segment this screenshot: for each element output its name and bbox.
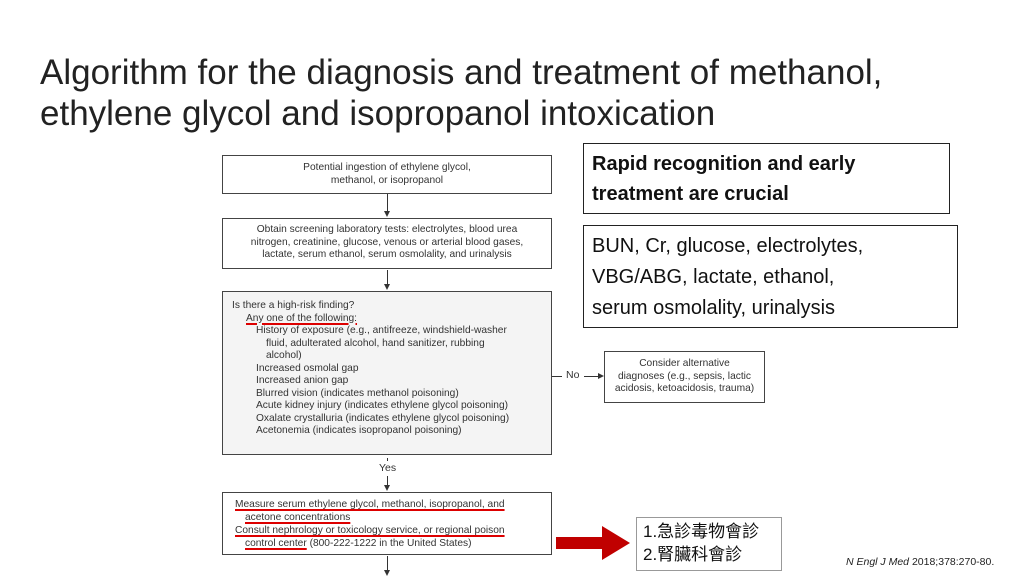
arrowhead-icon — [384, 570, 390, 576]
title-line-2: ethylene glycol and isopropanol intoxica… — [40, 94, 716, 133]
title-line-1: Algorithm for the diagnosis and treatmen… — [40, 53, 883, 92]
text: acetone concentrations — [245, 512, 351, 523]
callout-rapid-recognition: Rapid recognition and early treatment ar… — [583, 143, 950, 214]
arrowhead-icon — [384, 284, 390, 290]
flow-box-ingestion: Potential ingestion of ethylene glycol, … — [222, 155, 552, 194]
text: Potential ingestion of ethylene glycol, — [303, 162, 471, 173]
phone-text: (800-222-1222 in the United States) — [306, 538, 472, 549]
citation: N Engl J Med 2018;378:270-80. — [846, 556, 994, 568]
text: Measure serum ethylene glycol, methanol,… — [235, 499, 505, 510]
text: Consider alternative — [639, 358, 730, 369]
finding-item: Increased osmolal gap — [256, 362, 359, 374]
flow-box-measure: Measure serum ethylene glycol, methanol,… — [222, 492, 552, 555]
text: serum osmolality, urinalysis — [592, 297, 836, 319]
flow-box-screening: Obtain screening laboratory tests: elect… — [222, 218, 552, 269]
connector — [387, 556, 388, 570]
slide-title: Algorithm for the diagnosis and treatmen… — [40, 52, 882, 134]
finding-item: Oxalate crystalluria (indicates ethylene… — [256, 412, 510, 424]
arrowhead-icon — [384, 211, 390, 217]
no-label: No — [566, 369, 580, 381]
connector — [387, 270, 388, 285]
flow-box-alternative: Consider alternative diagnoses (e.g., se… — [604, 351, 765, 403]
text: VBG/ABG, lactate, ethanol, — [592, 266, 835, 288]
text: diagnoses (e.g., sepsis, lactic — [617, 370, 752, 382]
text: lactate, serum ethanol, serum osmolality… — [262, 249, 512, 260]
arrowhead-icon — [384, 485, 390, 491]
any-of-following: Any one of the following: — [246, 312, 358, 324]
callout-labs: BUN, Cr, glucose, electrolytes, VBG/ABG,… — [583, 225, 958, 328]
connector — [387, 476, 388, 486]
text: Consult nephrology or toxicology service… — [235, 525, 505, 536]
connector — [584, 376, 598, 377]
reference: 2018;378:270-80. — [909, 556, 995, 568]
text: BUN, Cr, glucose, electrolytes, — [592, 235, 864, 257]
flow-box-high-risk: Is there a high-risk finding? Any one of… — [222, 291, 552, 455]
finding-item: Acetonemia (indicates isopropanol poison… — [256, 425, 462, 436]
text: 2.腎臟科會診 — [643, 545, 743, 564]
question-text: Is there a high-risk finding? — [232, 300, 355, 311]
finding-item: History of exposure (e.g., antifreeze, w… — [256, 325, 507, 336]
callout-consult: 1.急診毒物會診 2.腎臟科會診 — [636, 517, 782, 571]
text: Rapid recognition and early — [592, 153, 856, 175]
finding-item: Increased anion gap — [256, 375, 349, 386]
text: acidosis, ketoacidosis, trauma) — [614, 383, 755, 394]
connector — [387, 194, 388, 212]
journal: N Engl J Med — [846, 556, 910, 568]
text: Obtain screening laboratory tests: elect… — [256, 224, 518, 235]
connector — [387, 458, 388, 461]
finding-item: fluid, adulterated alcohol, hand sanitiz… — [266, 337, 485, 349]
yes-label: Yes — [379, 462, 397, 474]
red-arrow-icon — [556, 526, 630, 560]
text: nitrogen, creatinine, glucose, venous or… — [250, 236, 524, 248]
finding-item: alcohol) — [266, 350, 302, 361]
connector — [552, 376, 562, 377]
text: 1.急診毒物會診 — [643, 522, 760, 541]
text: treatment are crucial — [592, 183, 789, 205]
arrowhead-icon — [598, 373, 604, 379]
text: methanol, or isopropanol — [330, 174, 444, 186]
text: control center — [245, 538, 307, 549]
finding-item: Blurred vision (indicates methanol poiso… — [256, 387, 459, 399]
finding-item: Acute kidney injury (indicates ethylene … — [256, 400, 508, 411]
